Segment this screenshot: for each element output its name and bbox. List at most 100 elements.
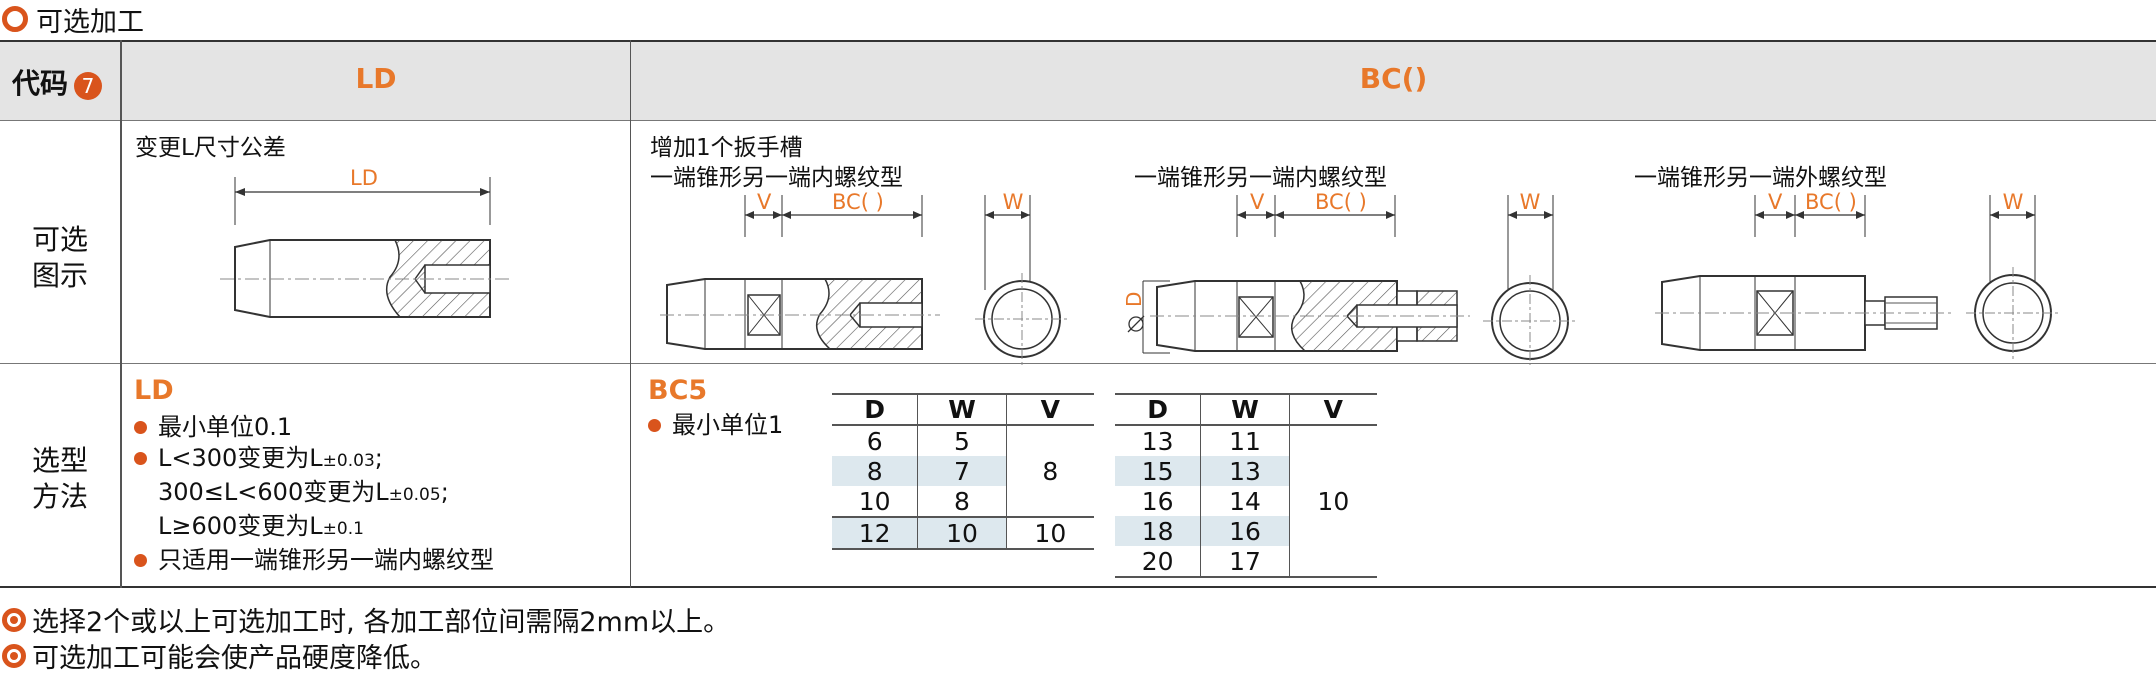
- table-cell-v-merged: 10: [1289, 425, 1377, 578]
- note-2: 可选加工可能会使产品硬度降低。: [0, 636, 437, 675]
- table-cell-v-last: 10: [1006, 517, 1094, 550]
- v-label-3: V: [1768, 190, 1783, 214]
- bc-bullet-1: 最小单位1: [646, 410, 783, 441]
- ld-bullet-3: 只适用一端锥形另一端内螺纹型: [132, 545, 622, 576]
- table-cell: 16: [1115, 486, 1202, 516]
- bc-drawing-1: V BC( ) W: [660, 190, 1069, 365]
- table-cell: 5: [917, 425, 1007, 456]
- ld-bullet-1-text: 最小单位0.1: [158, 413, 293, 441]
- table-cell: 10: [917, 517, 1007, 550]
- table-cell: 14: [1200, 486, 1290, 516]
- v-label-1: V: [757, 190, 772, 214]
- table-cell: 15: [1115, 456, 1202, 486]
- bc-bullet-1-text: 最小单位1: [672, 411, 784, 439]
- bc-sub3: 一端锥形另一端外螺纹型: [1634, 165, 1887, 191]
- table-cell: 8: [832, 456, 919, 486]
- table-header-w: W: [917, 393, 1007, 426]
- table-cell: 13: [1115, 425, 1202, 456]
- table-cell: 11: [1200, 425, 1290, 456]
- table-header-v: V: [1289, 393, 1377, 426]
- ld-method-code: LD: [134, 375, 174, 406]
- table-header-d: D: [832, 393, 919, 426]
- bc-sub2: 一端锥形另一端内螺纹型: [1134, 165, 1387, 191]
- bc-label-2: BC( ): [1315, 190, 1367, 214]
- ld-figure-caption: 变更L尺寸公差: [135, 135, 286, 161]
- spec-table-2: D W V 13 11 10 15 13 16 14 18 16 20 17: [1115, 393, 1377, 578]
- table-header-w: W: [1200, 393, 1290, 426]
- section-title-text: 可选加工: [36, 6, 144, 38]
- bc-drawing-3: V BC( ) W: [1655, 190, 2060, 359]
- table-cell: 7: [917, 456, 1007, 486]
- ld-rule-c-tol: ±0.1: [322, 519, 364, 539]
- table-cell: 6: [832, 425, 919, 456]
- table-cell: 20: [1115, 546, 1202, 578]
- table-row: 15 13: [1115, 456, 1377, 486]
- table-cell: 16: [1200, 516, 1290, 546]
- table-cell: 13: [1200, 456, 1290, 486]
- table-cell-v-merged: 8: [1006, 425, 1094, 518]
- target-icon: [2, 643, 26, 668]
- table-row: 8 7: [832, 456, 1094, 486]
- target-icon: [2, 607, 26, 632]
- bc-label-1: BC( ): [832, 190, 884, 214]
- code-label: 代码: [12, 67, 69, 100]
- table-row: 12 10 10: [832, 517, 1094, 550]
- note-2-text: 可选加工可能会使产品硬度降低。: [32, 643, 437, 674]
- ld-bullet-3-text: 只适用一端锥形另一端内螺纹型: [158, 546, 494, 574]
- table-cell: 12: [832, 517, 919, 550]
- ld-method-list: 最小单位0.1 L<300变更为L±0.03; 300≤L<600变更为L±0.…: [132, 412, 622, 576]
- table-header-row: D W V: [1115, 393, 1377, 426]
- table-cell: 18: [1115, 516, 1202, 546]
- v-label-2: V: [1250, 190, 1265, 214]
- header-divider: [0, 120, 2156, 121]
- note-1: 选择2个或以上可选加工时, 各加工部位间需隔2mm以上。: [0, 600, 730, 639]
- ld-bullet-1: 最小单位0.1: [132, 412, 622, 443]
- ld-rule-b-tol: ±0.05: [388, 485, 441, 505]
- table-cell: 17: [1200, 546, 1290, 578]
- row-divider: [0, 363, 2156, 364]
- table-cell: 10: [832, 486, 919, 518]
- table-header-row: D W V: [832, 393, 1094, 426]
- ld-rule-b: 300≤L<600变更为L: [158, 478, 389, 506]
- ld-drawing: LD: [220, 166, 510, 318]
- section-title: 可选加工: [0, 0, 144, 38]
- ld-rule-a-tol: ±0.03: [322, 451, 375, 471]
- note-1-text: 选择2个或以上可选加工时, 各加工部位间需隔2mm以上。: [32, 607, 731, 638]
- ld-rule-c: L≥600变更为L: [158, 512, 323, 540]
- table-row: 10 8: [832, 486, 1094, 518]
- bc-sub1: 一端锥形另一端内螺纹型: [650, 165, 903, 191]
- ld-bullet-2: L<300变更为L±0.03; 300≤L<600变更为L±0.05; L≥60…: [132, 443, 622, 545]
- table-row: 16 14: [1115, 486, 1377, 516]
- bc-drawing-2: V BC( ) D W: [1125, 190, 1577, 365]
- row-label-method: 选型 方法: [31, 444, 88, 513]
- table-cell: 8: [917, 486, 1007, 518]
- w-label-2: W: [1520, 190, 1541, 214]
- col-header-ld: LD: [355, 62, 397, 95]
- row-label-figure: 可选 图示: [31, 223, 88, 292]
- d-label: D: [1125, 292, 1146, 307]
- table-row: 6 5 8: [832, 425, 1094, 518]
- table-header-d: D: [1115, 393, 1202, 426]
- table-header-bg: [0, 42, 2156, 120]
- table-row: 13 11 10: [1115, 425, 1377, 578]
- bc-label-3: BC( ): [1805, 190, 1857, 214]
- badge-7: 7: [74, 72, 103, 100]
- col-divider-2: [630, 40, 631, 588]
- ld-rule-a: L<300变更为L: [158, 444, 323, 472]
- bc-figure-caption: 增加1个扳手槽: [650, 135, 803, 161]
- table-top-border: [0, 40, 2156, 42]
- table-bottom-border: [0, 586, 2156, 588]
- circle-icon: [2, 6, 28, 32]
- bc-method-code: BC5: [648, 375, 708, 406]
- ld-dim-label: LD: [350, 166, 378, 190]
- table-row: 20 17: [1115, 546, 1377, 578]
- col-header-bc: BC(): [1359, 62, 1428, 95]
- table-header-v: V: [1006, 393, 1094, 426]
- spec-table-1: D W V 6 5 8 8 7 10 8 12 10 10: [832, 393, 1094, 550]
- bc-method-list: 最小单位1: [646, 410, 783, 441]
- col-divider-1: [120, 40, 122, 588]
- table-row: 18 16: [1115, 516, 1377, 546]
- w-label-3: W: [2003, 190, 2024, 214]
